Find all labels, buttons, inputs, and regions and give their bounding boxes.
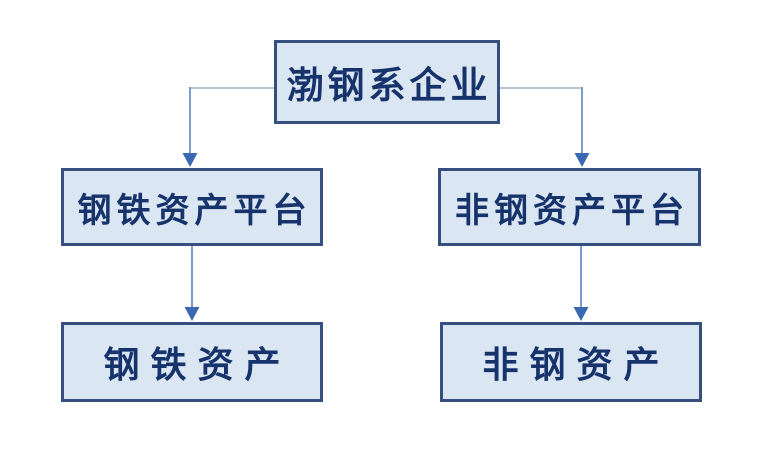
connector-root-to-nonsteel-platform	[500, 87, 590, 167]
node-steel-assets: 钢铁资产	[61, 322, 323, 402]
node-nonsteel-asset-platform: 非钢资产平台	[438, 168, 701, 246]
node-steel-asset-platform: 钢铁资产平台	[61, 168, 323, 246]
node-label: 钢铁资产	[103, 345, 292, 385]
arrow-down-icon	[573, 307, 589, 321]
connector-nonsteel-platform-to-nonsteel-assets	[573, 246, 589, 321]
node-label: 渤钢系企业	[286, 66, 492, 107]
arrow-down-icon	[184, 307, 200, 321]
arrow-down-icon	[182, 153, 198, 167]
arrow-down-icon	[574, 153, 590, 167]
node-label: 钢铁资产平台	[77, 192, 312, 230]
node-label: 非钢资产	[482, 345, 671, 385]
node-bogang-group: 渤钢系企业	[274, 40, 500, 124]
node-nonsteel-assets: 非钢资产	[440, 322, 702, 402]
node-label: 非钢资产平台	[455, 192, 689, 230]
connector-root-to-steel-platform	[182, 87, 274, 167]
connector-steel-platform-to-steel-assets	[184, 246, 200, 321]
